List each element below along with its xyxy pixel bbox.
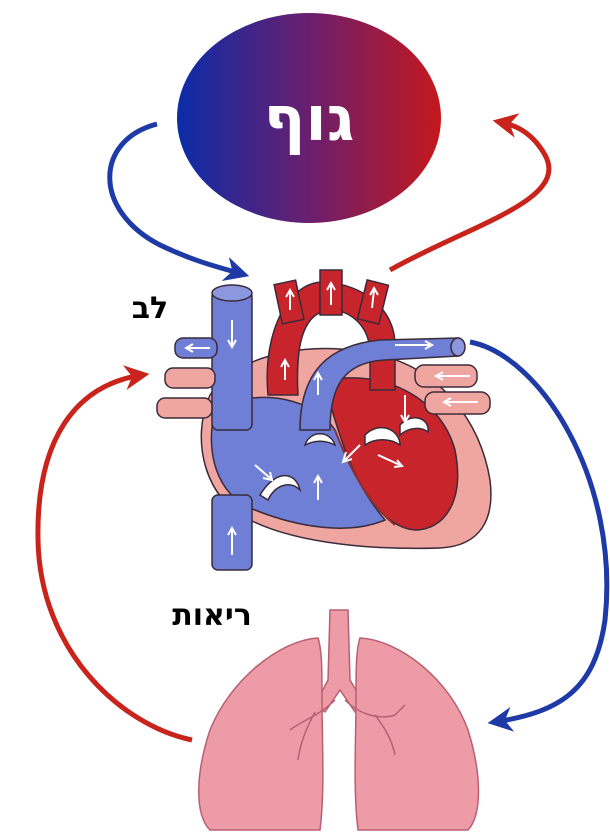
body-label: גוף [264, 82, 355, 155]
lungs-illustration [199, 610, 479, 830]
left-pulmonary-vein-1 [165, 368, 215, 388]
vena-cava-top [212, 285, 252, 301]
pulmonary-artery-end [451, 338, 465, 356]
lungs-label: ריאות [172, 598, 252, 633]
heart-illustration [157, 270, 491, 570]
superior-vena-cava [212, 290, 252, 430]
heart-label: לב [132, 291, 168, 326]
right-lung [355, 638, 478, 830]
left-pulmonary-vein-2 [157, 398, 212, 418]
lungs-to-heart-arrow [38, 375, 192, 740]
body-node: גוף [177, 13, 441, 223]
